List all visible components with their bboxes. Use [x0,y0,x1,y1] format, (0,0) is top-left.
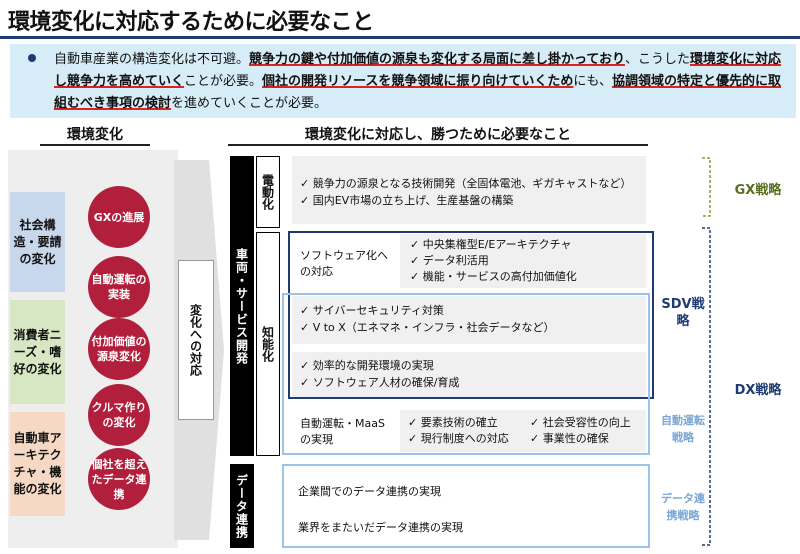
summary-part: 、こうした [624,52,690,67]
left-header-underline [40,144,150,146]
right-section-header: 環境変化に対応し、勝つために必要なこと [305,127,571,143]
electric-label: 電動化 [260,174,275,210]
sdv-border [288,231,654,399]
summary-emphasis: 協調領域の特定と優先的に取組むべき事項の検討 [54,74,782,111]
category-consumer: 消費者ニーズ・嗜好の変化 [10,300,65,404]
gx-strategy-label: GX戦略 [734,183,782,198]
circle-data-linkage: 個社を超えたデータ連携 [88,448,150,510]
dev-item: ✓ 効率的な開発環境の実現 [300,359,434,372]
summary-part: にも、 [573,74,613,89]
circle-autonomous: 自動運転の実装 [88,256,150,318]
software-label: ソフトウェア化への対応 [300,249,388,278]
summary-part: 自動車産業の構造変化は不可避。 [54,52,250,67]
software-panel [400,234,646,288]
circle-value-source: 付加価値の源泉変化 [88,318,150,380]
summary-part: ことが必要。 [184,74,263,89]
sdv-strategy-label: SDV戦略 [661,297,705,329]
autonomous-item: ✓ 社会受容性の向上 [530,416,631,429]
software-item: ✓ 機能・サービスの高付加価値化 [410,270,577,283]
circle-car-making: クルマ作りの変化 [88,384,150,446]
dx-strategy-label: DX戦略 [734,383,782,398]
right-header-underline [228,144,648,146]
summary-part: を進めていくことが必要。 [171,96,328,111]
electric-item: ✓ 国内EV市場の立ち上げ、生産基盤の構築 [300,194,514,207]
left-section-header: 環境変化 [67,127,123,143]
autonomous-panel [400,410,646,452]
data-border [282,464,650,548]
category-architecture: 自動車アーキテクチャ・機能の変化 [10,412,65,516]
summary-emphasis: 個社の開発リソースを競争領域に振り向けていくため [262,74,574,89]
security-item: ✓ サイバーセキュリティ対策 [300,304,444,317]
autonomous-item: ✓ 事業性の確保 [530,432,609,445]
strategy-brackets [702,157,711,546]
data-strategy-label: データ連携戦略 [661,492,705,522]
data-linkage-bar: データ連携 [230,464,254,548]
summary-banner: 自動車産業の構造変化は不可避。競争力の鍵や付加価値の源泉も変化する局面に差し掛か… [10,44,796,118]
dev-panel [292,352,646,398]
bullet-icon [28,54,36,62]
autonomous-item: ✓ 要素技術の確立 [408,416,498,429]
page-title: 環境変化に対応するために必要なこと [8,10,374,35]
arrow-label-box [178,260,214,420]
category-society: 社会構造・要請の変化 [10,192,65,292]
summary-emphasis: 競争力の鍵や付加価値の源泉も変化する局面に差し掛かっており [249,52,625,67]
data-item: 業界をまたいだデータ連携の実現 [298,521,463,534]
software-item: ✓ データ利活用 [410,254,489,267]
arrow-label: 変化への対応 [188,304,203,376]
intelligent-box [256,232,280,456]
electric-item: ✓ 競争力の源泉となる技術開発（全固体電池、ギガキャストなど） [300,177,632,190]
autonomous-item: ✓ 現行制度への対応 [408,432,509,445]
dev-item: ✓ ソフトウェア人材の確保/育成 [300,376,460,389]
summary-emphasis: 環境変化に対応し競争力を高めていく [54,52,782,89]
intelligent-label: 知能化 [260,326,275,362]
software-item: ✓ 中央集権型E/Eアーキテクチャ [410,238,572,251]
autonomous-strategy-label: 自動運転戦略 [661,414,705,444]
circle-gx: GXの進展 [88,186,150,248]
electric-box [256,156,280,228]
title-underline [0,36,800,39]
summary-text: 自動車産業の構造変化は不可避。競争力の鍵や付加価値の源泉も変化する局面に差し掛か… [54,49,786,115]
autonomous-border [282,293,650,455]
security-panel [292,296,646,344]
vehicle-service-bar: 車両・サービス開発 [230,156,254,456]
autonomous-label: 自動運転・MaaSの実現 [300,417,385,446]
security-item: ✓ V to X（エネマネ・インフラ・社会データなど） [300,321,555,334]
data-item: 企業間でのデータ連携の実現 [298,485,441,498]
electric-panel [292,156,646,224]
